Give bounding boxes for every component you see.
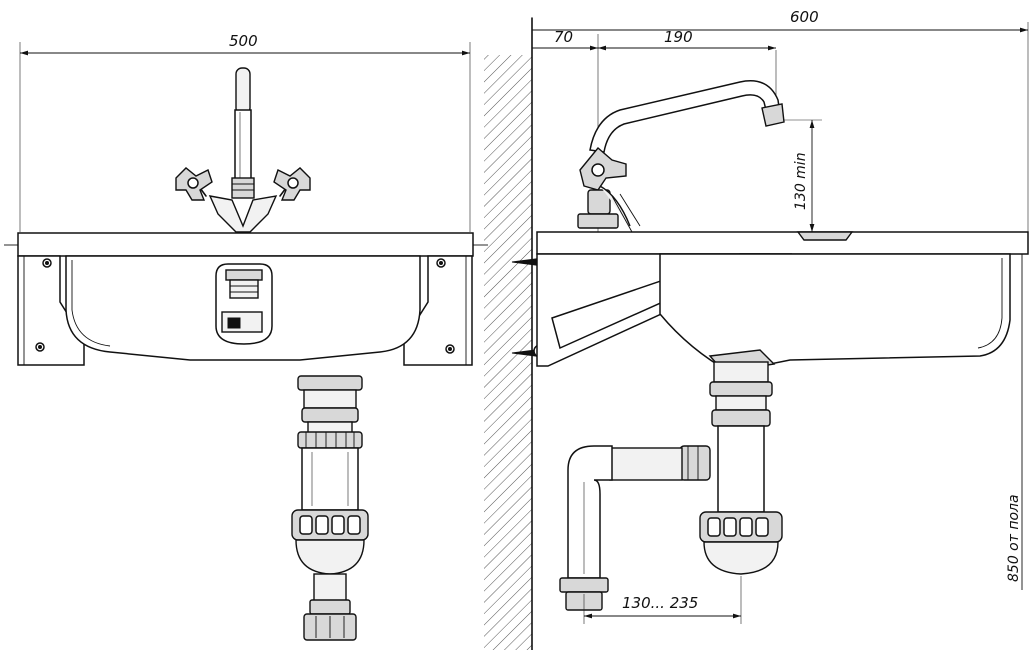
- front-width-label: 500: [229, 32, 258, 50]
- floor-height-label: 850 от пола: [1006, 494, 1022, 582]
- floor-height-dimension: 850 от пола: [1006, 254, 1023, 590]
- spout-height-label: 130 min: [793, 152, 809, 210]
- side-drain-assembly: [559, 349, 783, 611]
- front-drain-assembly: [291, 375, 369, 641]
- wall-section: [484, 17, 533, 650]
- side-basin: [659, 253, 1011, 373]
- side-offset-label: 70: [554, 28, 573, 46]
- side-countertop: [536, 231, 1029, 255]
- front-view: 500: [4, 32, 488, 641]
- side-faucet: [577, 80, 785, 247]
- trap-range-dimension: 130... 235: [583, 576, 742, 624]
- side-dimensions-top: 600 70 190: [532, 8, 1029, 236]
- front-faucet: [175, 67, 311, 233]
- spout-height-dimension: 130 min: [776, 119, 822, 232]
- side-view: 600 70 190 130 min: [511, 8, 1029, 624]
- side-total-label: 600: [790, 8, 819, 26]
- right-valve-handle: [273, 167, 311, 201]
- front-drain-cutaway: [215, 263, 273, 345]
- front-countertop: [17, 232, 474, 257]
- trap-range-label: 130... 235: [622, 594, 698, 612]
- spout-reach-label: 190: [664, 28, 693, 46]
- left-valve-handle: [175, 167, 213, 201]
- front-width-dimension: 500: [19, 32, 471, 232]
